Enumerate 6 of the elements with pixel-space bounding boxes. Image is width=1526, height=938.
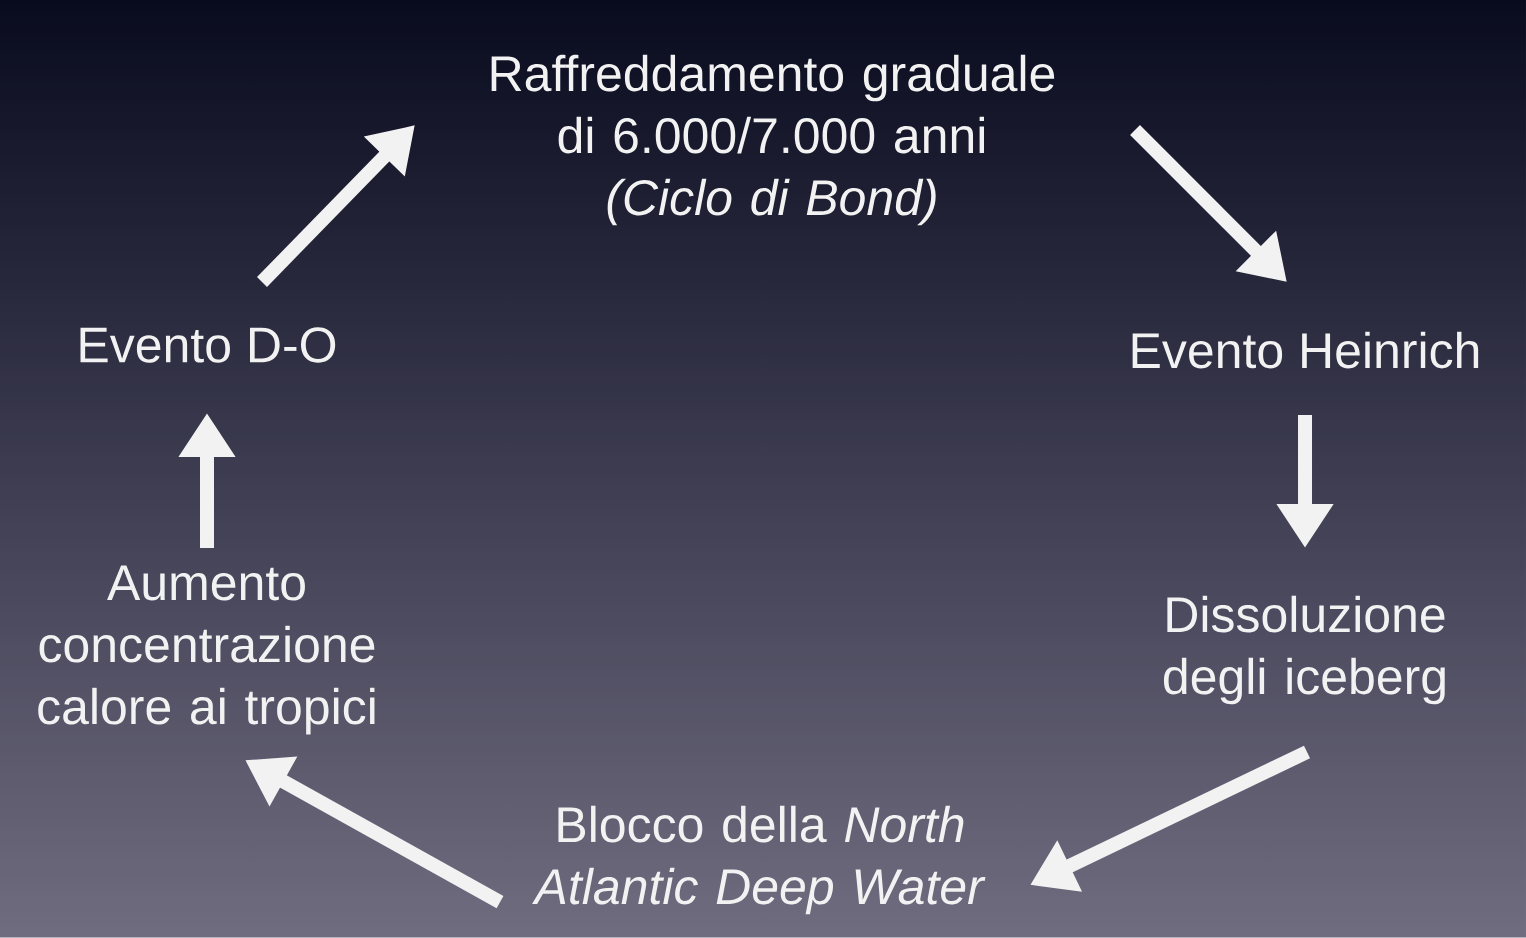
node-text: Dissoluzione degli iceberg <box>1163 595 1445 705</box>
node-text: Evento D-O <box>80 327 336 363</box>
node-text: Raffreddamento graduale di 6.000/7.000 anni (Ciclo di Bond) <box>491 54 1055 226</box>
node-text: Evento Heinrich <box>1132 331 1479 369</box>
node-text: Aumento concentrazione calore ai tropici <box>38 565 375 735</box>
node-text: Blocco della North Atlantic Deep Water <box>532 805 986 915</box>
